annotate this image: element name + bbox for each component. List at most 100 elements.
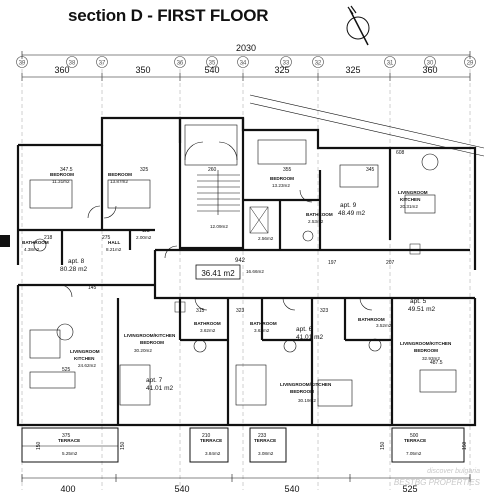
dim-210: 210: [202, 433, 211, 439]
dim-375: 375: [62, 433, 71, 439]
terrace-4-name: TERRACE: [404, 438, 426, 443]
terrace-2-name: TERRACE: [200, 438, 222, 443]
livingroom-9-name: LIVINGROOM: [398, 190, 428, 195]
top-dim-4: 325: [274, 65, 289, 75]
grid-axis-circle: [280, 56, 292, 68]
bath-9-area: 2.53m2: [308, 219, 324, 224]
room-labels: BEDROOM 11.31m2 BEDROOM 13.87m2 BEDROOM …: [22, 172, 452, 456]
corridor-dim: 942: [235, 258, 246, 264]
furniture: [29, 139, 457, 407]
dim-145: 145: [88, 285, 97, 291]
walls: [16, 116, 477, 427]
living-5-sub: BEDROOM: [414, 348, 438, 353]
grid-axis-label: 36: [177, 61, 184, 67]
living-7-name: LIVINGROOM/KITCHEN: [124, 333, 176, 338]
bath-5-area: 3.52m2: [376, 323, 392, 328]
corridor-area: 36.41 m2: [201, 269, 235, 278]
watermark-line1: discover bulgaria: [427, 468, 480, 475]
bedroom-1-name: BEDROOM: [50, 172, 74, 177]
grid-axis-label: 34: [240, 61, 247, 67]
bath-8-name: BATHROOM: [22, 240, 49, 245]
dim-233: 233: [258, 433, 267, 439]
living-6-area: 30.19m2: [298, 398, 316, 403]
dim-260: 260: [208, 167, 217, 173]
dim-323b: 323: [320, 308, 329, 314]
dim-150-b: 150: [120, 441, 126, 450]
bath-6-area: 3.62m2: [254, 328, 270, 333]
bottom-dim-4: 525: [402, 484, 417, 494]
corridor: 36.41 m2 942: [195, 258, 246, 280]
top-dim-6: 360: [422, 65, 437, 75]
living-6-name: LIVINGROOM/KITCHEN: [280, 382, 332, 387]
top-dim-1: 360: [54, 65, 69, 75]
apt9-area: 48.49 m2: [338, 210, 365, 217]
apt5-area: 49.51 m2: [408, 306, 435, 313]
hall-8-name: HALL: [108, 240, 120, 245]
dim-275: 275: [102, 235, 111, 241]
living-7-area: 30.20m2: [134, 348, 152, 353]
wc-area: 2.00m2: [136, 235, 152, 240]
living-left-name: LIVINGROOM: [70, 349, 100, 354]
apt6-label: apt. 6: [296, 326, 313, 333]
dim-525: 525: [62, 367, 71, 373]
livingroom-9-sub: KITCHEN: [400, 197, 421, 202]
bath-6-name: BATHROOM: [250, 321, 277, 326]
terrace-1-area: 5.25m2: [62, 451, 78, 456]
bottom-dimensions: 400 540 540 525: [21, 474, 471, 494]
dim-487-5: 487.5: [430, 360, 443, 366]
dim-218: 218: [44, 235, 53, 241]
wc-name: WC: [142, 228, 150, 233]
bedroom-2-name: BEDROOM: [108, 172, 132, 177]
dim-315: 315: [196, 308, 205, 314]
bottom-dim-1: 400: [60, 484, 75, 494]
bottom-dim-3: 540: [284, 484, 299, 494]
lift-area: 12.09m2: [210, 224, 228, 229]
section-marker-icon: [0, 235, 10, 247]
terraces: [21, 427, 465, 463]
dim-323: 323: [236, 308, 245, 314]
living-5-name: LIVINGROOM/KITCHEN: [400, 341, 452, 346]
page-title: section D - FIRST FLOOR: [68, 6, 269, 25]
apartment-labels: apt. 8 80.28 m2 apt. 9 48.49 m2 apt. 7 4…: [60, 202, 435, 392]
terrace-3-name: TERRACE: [254, 438, 276, 443]
terrace-3-area: 3.08m2: [258, 451, 274, 456]
doors: [59, 141, 373, 311]
living-left-sub: KITCHEN: [74, 356, 95, 361]
top-dimensions: 360 350 540 325 325 360: [21, 65, 471, 81]
top-dim-3: 540: [204, 65, 219, 75]
grid-axis-label: 30: [427, 61, 434, 67]
dim-345: 345: [366, 167, 375, 173]
total-dim-label: 2030: [236, 43, 256, 53]
dim-197: 197: [328, 260, 337, 266]
dim-150-c: 150: [380, 441, 386, 450]
dim-150-a: 150: [36, 441, 42, 450]
top-dim-2: 350: [135, 65, 150, 75]
dim-347-5: 347.5: [60, 167, 73, 173]
grid-axis-label: 31: [387, 61, 394, 67]
living-left-area: 24.62m2: [78, 363, 96, 368]
dim-150-d: 150: [462, 441, 468, 450]
bath-9-name: BATHROOM: [306, 212, 333, 217]
north-arrow-icon: [346, 5, 370, 46]
apt7-label: apt. 7: [146, 377, 163, 384]
grid-axis-label: 38: [69, 61, 76, 67]
apt7-area: 41.01 m2: [146, 385, 173, 392]
bedroom-3-name: BEDROOM: [270, 176, 294, 181]
bath-7-name: BATHROOM: [194, 321, 221, 326]
terrace-4-area: 7.05m2: [406, 451, 422, 456]
living-5-area: 32.93m2: [422, 356, 440, 361]
grid-axis-label: 39: [19, 61, 26, 67]
terrace-1-name: TERRACE: [58, 438, 80, 443]
grid-axis-label: 37: [99, 61, 106, 67]
grid-axis-label: 35: [209, 61, 216, 67]
apt8-area: 80.28 m2: [60, 266, 87, 273]
apt6-area: 41.01 m2: [296, 334, 323, 341]
hall-8-area: 8.21m2: [106, 247, 122, 252]
bedroom-1-area: 11.31m2: [52, 179, 70, 184]
bath-7-area: 3.62m2: [200, 328, 216, 333]
bedroom-3-area: 13.23m2: [272, 183, 290, 188]
watermark-line2: BESTBG PROPERTIES: [393, 478, 480, 487]
roof-lines: [249, 94, 484, 157]
shafts: [174, 206, 421, 313]
